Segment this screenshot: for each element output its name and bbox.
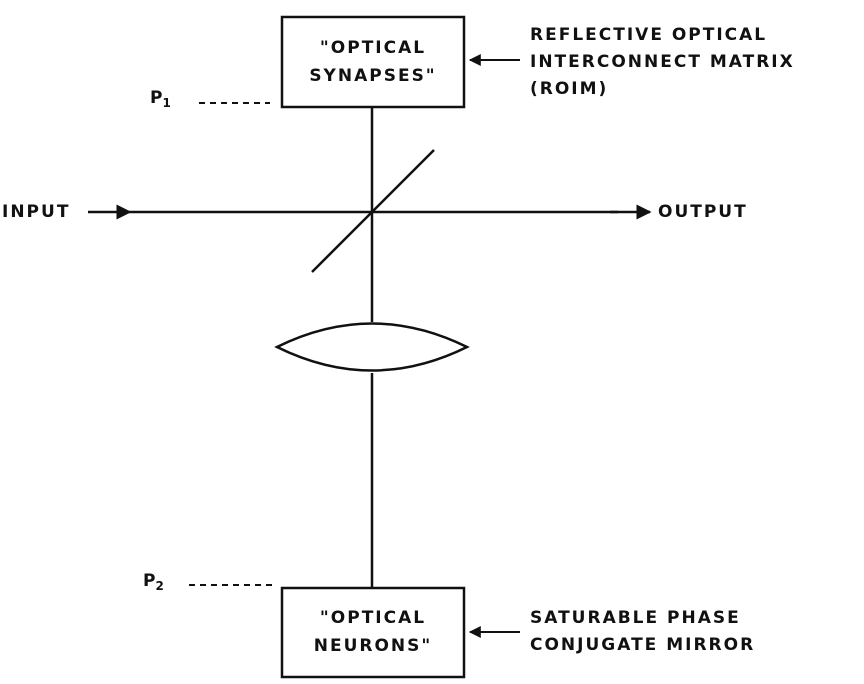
beam-splitter <box>311 149 435 273</box>
plane-p2-label: P2 <box>143 571 164 593</box>
optical-neurons-box <box>280 586 466 679</box>
optical-neurons-line1: "OPTICAL <box>319 608 427 628</box>
plane-p2-sub: 2 <box>155 579 164 593</box>
roim-line3: (ROIM) <box>530 79 609 99</box>
optical-synapses-label: "OPTICAL SYNAPSES" <box>282 34 464 90</box>
lens <box>274 322 470 372</box>
plane-p1-letter: P <box>150 88 163 108</box>
pcm-line2: CONJUGATE MIRROR <box>530 635 756 655</box>
plane-p1-label: P1 <box>150 88 171 110</box>
plane-p2-letter: P <box>143 571 156 591</box>
optical-synapses-line2: SYNAPSES" <box>309 66 437 86</box>
plane-p1-sub: 1 <box>162 96 171 110</box>
roim-line2: INTERCONNECT MATRIX <box>530 52 795 72</box>
optical-neurons-line2: NEURONS" <box>313 636 433 656</box>
optical-synapses-line1: "OPTICAL <box>319 38 427 58</box>
optical-neurons-label: "OPTICAL NEURONS" <box>282 604 464 660</box>
roim-line1: REFLECTIVE OPTICAL <box>530 25 768 45</box>
output-label: OUTPUT <box>658 202 748 222</box>
optical-synapses-box <box>280 15 466 109</box>
pcm-line1: SATURABLE PHASE <box>530 608 741 628</box>
input-label: INPUT <box>2 202 71 222</box>
